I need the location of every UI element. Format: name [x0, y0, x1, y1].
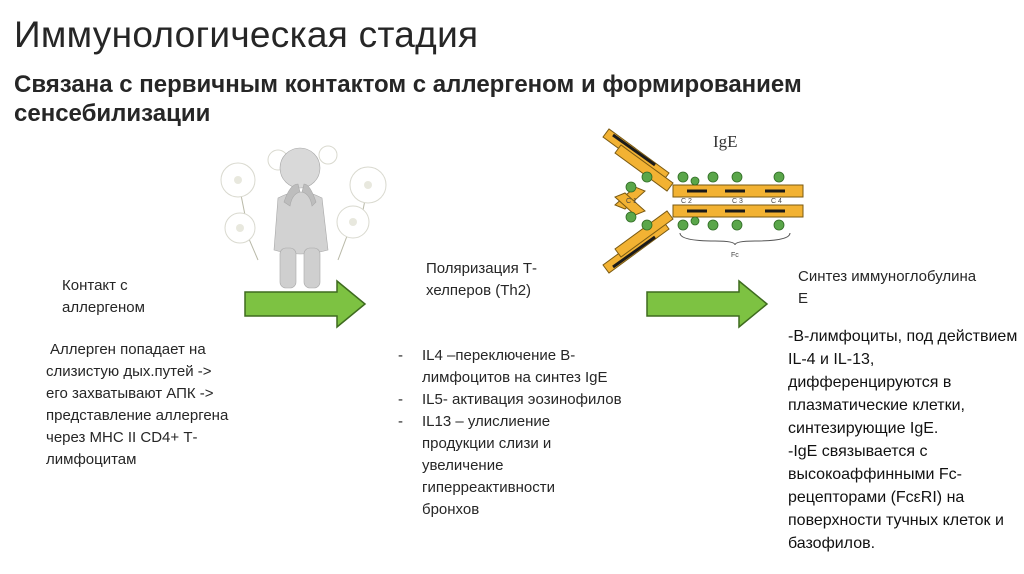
list-dash: -	[398, 391, 403, 408]
stage-contact-label: Контакт с аллергеном	[62, 277, 145, 316]
ige-label: IgE	[713, 132, 738, 151]
synthesis-paragraph: -IgE связывается с высокоаффинными Fc-ре…	[788, 443, 1004, 552]
ige-antibody-diagram: IgE C 1 C 2 C 3 C 4 Fc	[602, 128, 804, 274]
list-dash: -	[398, 347, 403, 364]
stage-polarization-list: - IL4 –переключение B-лимфоцитов на синте…	[398, 345, 648, 521]
stage-contact-description: Аллерген попадает на слизистую дых.путей…	[46, 341, 229, 468]
stage-synthesis-description: -В-лимфоциты, под действием IL-4 и IL-13…	[788, 325, 1020, 555]
slide-title: Иммунологическая стадия	[14, 14, 479, 55]
allergy-person-illustration	[220, 145, 387, 289]
list-item-text: IL5- активация эозинофилов	[422, 391, 622, 408]
slide-subtitle: Связана с первичным контактом с аллерген…	[14, 71, 802, 127]
arrow-right-icon	[244, 279, 367, 329]
list-item: - IL5- активация эозинофилов	[398, 389, 648, 411]
synthesis-paragraph: -В-лимфоциты, под действием IL-4 и IL-13…	[788, 328, 1018, 437]
list-item: - IL4 –переключение B-лимфоцитов на синте…	[398, 345, 648, 389]
list-dash: -	[398, 413, 403, 430]
stage-polarization-label: Поляризация Т-хелперов (Th2)	[426, 260, 538, 299]
domain-label: C 1	[626, 198, 637, 205]
stage-synthesis-label: Синтез иммуноглобулина Е	[798, 268, 977, 307]
domain-label: C 4	[771, 198, 782, 205]
list-item-text: IL13 – улислиение продукции слизи и увел…	[422, 413, 556, 518]
fc-label: Fc	[731, 252, 739, 259]
domain-label: C 2	[681, 198, 692, 205]
arrow-right-icon	[646, 279, 769, 329]
list-item-text: IL4 –переключение B-лимфоцитов на синтез…	[422, 347, 608, 386]
domain-label: C 3	[732, 198, 743, 205]
list-item: - IL13 – улислиение продукции слизи и уве…	[398, 411, 612, 521]
